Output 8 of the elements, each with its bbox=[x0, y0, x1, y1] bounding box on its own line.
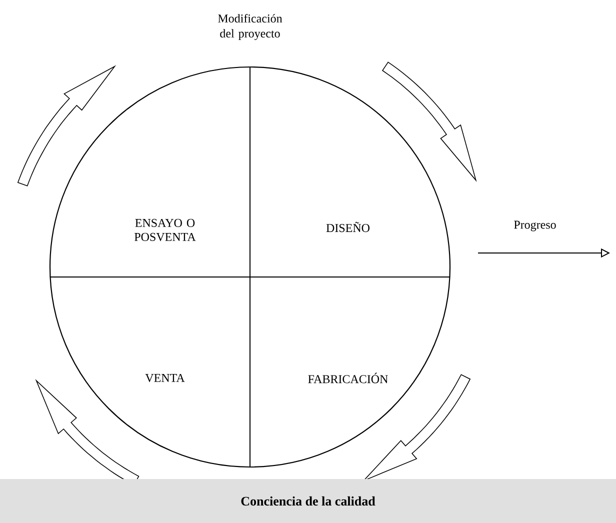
quality-band: Conciencia de la calidad bbox=[0, 479, 616, 523]
quadrant-label: ENSAYO O POSVENTA bbox=[134, 218, 196, 242]
progress-label: Progreso bbox=[514, 220, 556, 232]
quadrant-label: DISEÑO bbox=[326, 222, 370, 232]
quadrant-label: FABRICACIÓN bbox=[308, 372, 388, 384]
annotation-label: Modificación del proyecto bbox=[218, 14, 282, 40]
quadrant-label: VENTA bbox=[145, 374, 185, 382]
cycle-circle bbox=[49, 66, 451, 468]
